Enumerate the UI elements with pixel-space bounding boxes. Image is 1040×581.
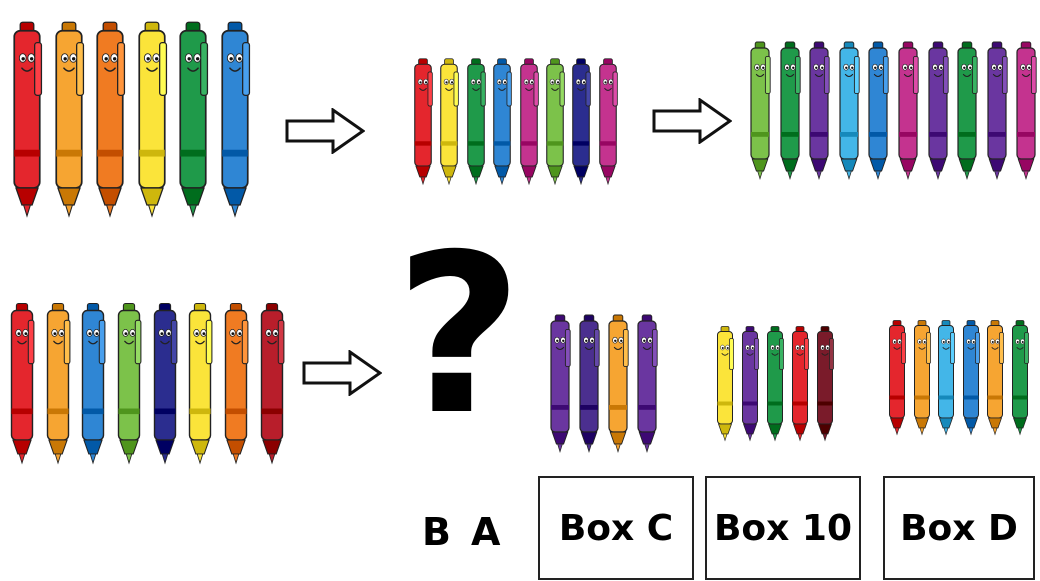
- right-arrow-icon: [302, 350, 382, 396]
- pen-icon: [44, 287, 72, 481]
- pen-icon: [218, 8, 252, 232]
- answer-letter-a: A: [471, 513, 500, 551]
- pen-icon: [807, 16, 831, 206]
- pen-icon: [837, 16, 861, 206]
- right-arrow-icon: [285, 108, 365, 154]
- pen-icon: [115, 287, 143, 481]
- pen-group-option-d: [887, 303, 1030, 453]
- pen-icon: [1010, 303, 1030, 453]
- pen-icon: [715, 305, 735, 463]
- pen-icon: [912, 303, 932, 453]
- pen-icon: [1014, 16, 1038, 206]
- pen-icon: [79, 287, 107, 481]
- pen-group-option-10: [715, 305, 835, 463]
- pen-icon: [635, 299, 659, 469]
- pen-icon: [544, 47, 566, 197]
- pen-icon: [936, 303, 956, 453]
- pen-icon: [740, 305, 760, 463]
- answer-letter-b: B: [422, 513, 451, 551]
- pen-icon: [926, 16, 950, 206]
- pen-icon: [896, 16, 920, 206]
- pen-icon: [52, 8, 86, 232]
- pen-group-row1-step3: [748, 16, 1038, 206]
- pen-icon: [961, 303, 981, 453]
- option-box-c[interactable]: Box C: [538, 476, 694, 580]
- pen-icon: [887, 303, 907, 453]
- pen-icon: [748, 16, 772, 206]
- right-arrow-icon: [652, 98, 732, 144]
- pen-icon: [577, 299, 601, 469]
- pen-group-row1-step2: [412, 47, 619, 197]
- option-box-10[interactable]: Box 10: [705, 476, 861, 580]
- pen-icon: [597, 47, 619, 197]
- question-mark: ?: [395, 225, 523, 445]
- pen-icon: [438, 47, 460, 197]
- pen-icon: [815, 305, 835, 463]
- pen-icon: [465, 47, 487, 197]
- pen-icon: [985, 303, 1005, 453]
- pen-group-option-c: [548, 299, 659, 469]
- pen-icon: [570, 47, 592, 197]
- pen-icon: [151, 287, 179, 481]
- pen-icon: [135, 8, 169, 232]
- pen-group-row2-step1: [8, 287, 286, 481]
- pen-icon: [548, 299, 572, 469]
- pen-icon: [8, 287, 36, 481]
- pen-icon: [518, 47, 540, 197]
- pen-group-row1-step1: [10, 8, 252, 232]
- option-box-d[interactable]: Box D: [883, 476, 1035, 580]
- pen-icon: [93, 8, 127, 232]
- pen-icon: [186, 287, 214, 481]
- pen-icon: [955, 16, 979, 206]
- pen-icon: [176, 8, 210, 232]
- pen-icon: [491, 47, 513, 197]
- pen-icon: [765, 305, 785, 463]
- pen-icon: [222, 287, 250, 481]
- pen-icon: [778, 16, 802, 206]
- pen-icon: [985, 16, 1009, 206]
- pen-icon: [258, 287, 286, 481]
- pen-icon: [790, 305, 810, 463]
- pen-icon: [10, 8, 44, 232]
- pen-icon: [606, 299, 630, 469]
- pen-icon: [866, 16, 890, 206]
- pen-icon: [412, 47, 434, 197]
